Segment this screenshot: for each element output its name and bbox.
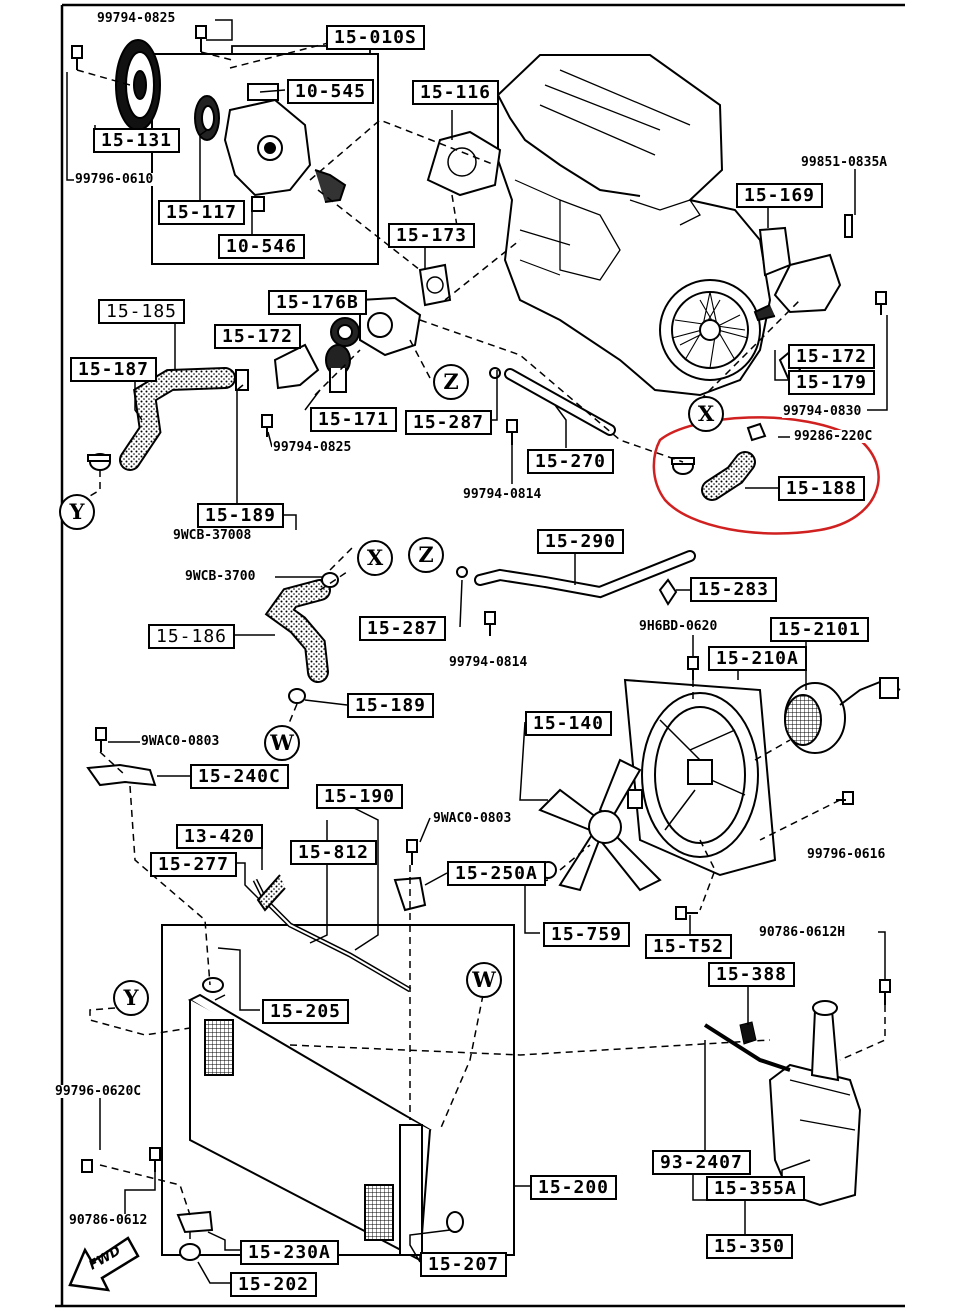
thermostat-housing (330, 296, 422, 357)
bolt-label-90786-0612h: 90786-0612H (758, 925, 847, 940)
part-label-15-140: 15-140 (525, 711, 613, 736)
part-label-15-190: 15-190 (316, 784, 404, 809)
part-label-15-189-mid: 15-189 (347, 693, 435, 718)
part-label-15-287-mid: 15-287 (359, 616, 447, 641)
fwd-arrow (68, 1236, 140, 1292)
part-label-15-172-left: 15-172 (214, 324, 302, 349)
part-label-15-186: 15-186 (148, 624, 236, 649)
water-pump-group-box (151, 53, 379, 265)
bolt-label-99794-0814-mid: 99794-0814 (448, 655, 529, 670)
part-label-13-420: 13-420 (176, 824, 264, 849)
part-label-15-131: 15-131 (93, 128, 181, 153)
part-label-15-010s: 15-010S (326, 25, 425, 50)
routing-lines (74, 39, 886, 1245)
part-label-15-171: 15-171 (310, 407, 398, 432)
red-highlight (652, 416, 880, 535)
water-pump-pulley (115, 39, 161, 131)
ref-marker-z-mid: Z (408, 537, 444, 573)
pump-gasket (426, 130, 502, 197)
part-label-15-2101: 15-2101 (770, 617, 869, 642)
part-label-15-287-top: 15-287 (405, 410, 493, 435)
part-label-15-187: 15-187 (70, 357, 158, 382)
part-label-10-546: 10-546 (218, 234, 306, 259)
part-label-15-812: 15-812 (290, 840, 378, 865)
part-label-15-759: 15-759 (543, 922, 631, 947)
bolt-label-9wac0-0803-left: 9WAC0-0803 (140, 734, 221, 749)
bolt-label-99796-0620c: 99796-0620C (54, 1084, 143, 1099)
part-label-15-240c: 15-240C (190, 764, 289, 789)
ref-marker-y-bottom: Y (113, 980, 149, 1016)
engine-block (497, 54, 772, 397)
ref-marker-y-top: Y (59, 494, 95, 530)
ref-marker-z-top: Z (433, 364, 469, 400)
part-label-15-185: 15-185 (98, 299, 186, 324)
part-label-15-t52: 15-T52 (645, 934, 733, 959)
hose-fitting-left (235, 343, 320, 391)
part-label-93-2407: 93-2407 (652, 1150, 751, 1175)
radiator (161, 924, 515, 1262)
thermostat-gasket (418, 263, 452, 307)
part-label-15-179: 15-179 (788, 370, 876, 395)
part-label-15-355a: 15-355A (706, 1176, 805, 1201)
bolt-label-99794-0825-mid: 99794-0825 (272, 440, 353, 455)
thermostat (325, 344, 351, 393)
part-label-15-290: 15-290 (537, 529, 625, 554)
part-label-15-188: 15-188 (778, 476, 866, 501)
part-label-15-176b: 15-176B (268, 290, 367, 315)
part-label-15-210a: 15-210A (708, 646, 807, 671)
coolant-reservoir (768, 1000, 862, 1207)
ref-marker-w-mid: W (264, 725, 300, 761)
water-pump-body (194, 83, 347, 212)
clamp-15-188 (671, 457, 695, 475)
part-label-15-277: 15-277 (150, 852, 238, 877)
clamp-label-9wcb-37008: 9WCB-37008 (172, 528, 253, 543)
part-label-15-173: 15-173 (388, 223, 476, 248)
fan-shroud (623, 678, 777, 877)
bolt-label-99851-0835a: 99851-0835A (800, 155, 889, 170)
part-label-15-230a: 15-230A (240, 1240, 339, 1265)
bracket-15-240c (86, 763, 157, 787)
bolt-label-99794-0814-top: 99794-0814 (462, 487, 543, 502)
fan-motor (784, 677, 901, 754)
part-label-15-189-top: 15-189 (197, 503, 285, 528)
part-label-15-169: 15-169 (736, 183, 824, 208)
bolt-label-9h6bd-0620: 9H6BD-0620 (638, 619, 719, 634)
bracket-15-230a (176, 1210, 214, 1234)
bolt-label-99796-0616: 99796-0616 (806, 847, 887, 862)
bolt-label-99796-0610: 99796-0610 (74, 172, 155, 187)
part-label-15-172-right: 15-172 (788, 344, 876, 369)
part-label-15-202: 15-202 (230, 1272, 318, 1297)
part-label-15-283: 15-283 (690, 577, 778, 602)
ref-marker-x-top: X (688, 396, 724, 432)
part-label-15-250a: 15-250A (447, 861, 546, 886)
part-label-15-205: 15-205 (262, 999, 350, 1024)
part-label-15-117: 15-117 (158, 200, 246, 225)
bolt-label-99286-220c: 99286-220C (793, 429, 874, 444)
bolt-label-9wac0-0803-right: 9WAC0-0803 (432, 811, 513, 826)
water-outlet-right (746, 214, 853, 442)
part-label-15-207: 15-207 (420, 1252, 508, 1277)
part-label-15-116: 15-116 (412, 80, 500, 105)
ref-marker-w-bottom: W (466, 962, 502, 998)
part-label-15-350: 15-350 (706, 1234, 794, 1259)
clamp-label-9wcb-3700: 9WCB-3700 (184, 569, 257, 584)
clamp-left (87, 453, 111, 471)
bolt-label-90786-0612: 90786-0612 (68, 1213, 149, 1228)
part-label-15-270: 15-270 (527, 449, 615, 474)
bolt-label-99794-0825-top: 99794-0825 (96, 11, 177, 26)
part-label-10-545: 10-545 (287, 79, 375, 104)
part-label-15-200: 15-200 (530, 1175, 618, 1200)
bolt-label-99794-0830: 99794-0830 (782, 404, 863, 419)
part-label-15-388: 15-388 (708, 962, 796, 987)
overflow-hose (703, 1023, 791, 1072)
ref-marker-x-mid: X (357, 540, 393, 576)
